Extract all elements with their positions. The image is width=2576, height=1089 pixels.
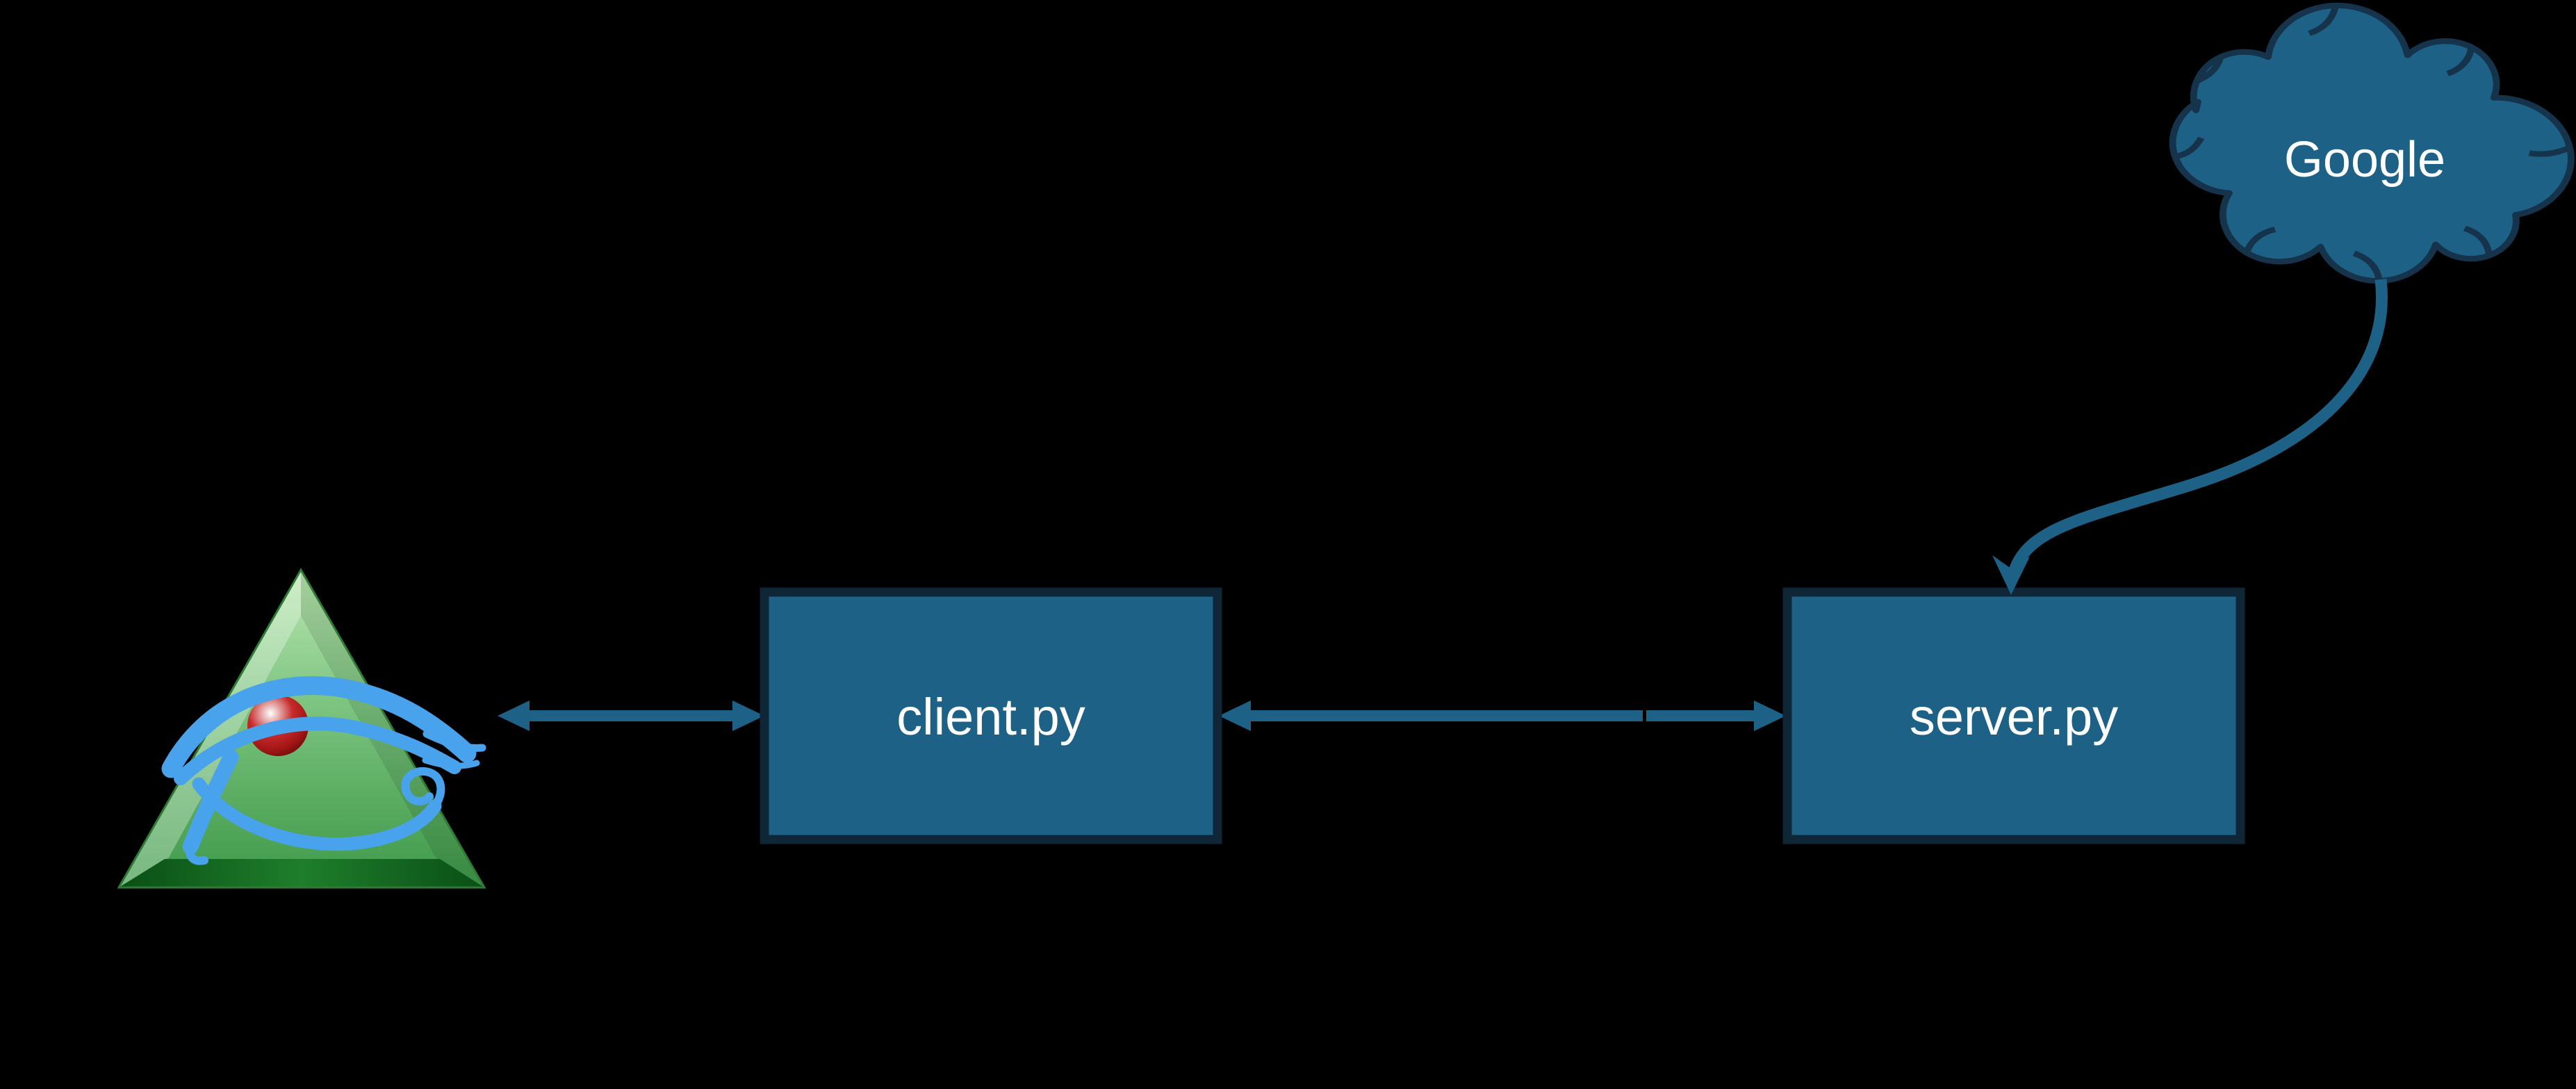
client-node: client.py [760,587,1222,844]
eye-lower-lid-stroke [192,777,442,851]
double-arrow-left-segment [1219,701,1643,731]
eye-teardrop-stroke [182,749,239,855]
double-arrow-icon [498,701,764,731]
cloud-inner-stubs [2174,5,2572,281]
eye-spiral-stroke [401,767,445,810]
google-server-arrow [1992,279,2388,595]
eye-of-horus-pyramid-icon [117,567,486,889]
eye-upper-lid-flick [422,757,480,769]
eye-teardrop-hook [186,842,208,865]
client-node-label: client.py [896,688,1085,746]
eye-brow-stroke [161,676,477,778]
eye-upper-lid-stroke [174,717,461,785]
google-cloud-label: Google [2284,132,2445,188]
curved-arrow-head [1992,555,2030,595]
server-node-label: server.py [1910,688,2118,746]
server-node: server.py [1782,587,2245,844]
curved-arrow-shaft [2006,279,2388,580]
eye-strokes [161,676,486,865]
eye-brow-flick [423,730,486,752]
cloud-shape [2169,2,2575,284]
double-arrow-right-segment [1646,701,1786,731]
google-cloud-node: Google [2169,2,2575,284]
host-client-arrow [498,701,764,731]
pyramid-bottom-bevel [119,859,484,887]
client-server-arrow [1219,701,1786,731]
client-node-box [760,587,1222,844]
server-node-box [1782,587,2245,844]
